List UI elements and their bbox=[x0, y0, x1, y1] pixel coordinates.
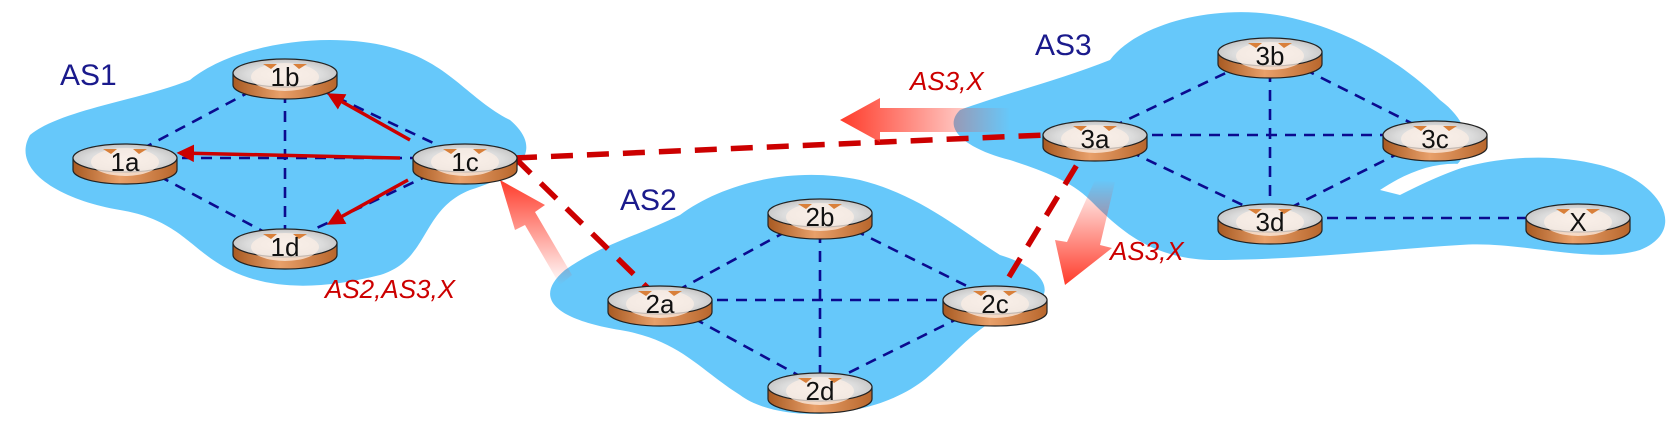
router-arrows-icon bbox=[1073, 126, 1117, 131]
router-label: 3a bbox=[1081, 124, 1110, 154]
intra-link-1c-1d bbox=[284, 156, 466, 245]
propagation-arrow-1c-1b bbox=[326, 93, 411, 142]
intra-link-3a-3d bbox=[1094, 133, 1271, 220]
router-2a[interactable]: 2a bbox=[607, 285, 713, 327]
router-label: 3b bbox=[1256, 41, 1285, 71]
router-label: 2c bbox=[981, 289, 1008, 319]
router-2d[interactable]: 2d bbox=[767, 372, 873, 414]
as3-label: AS3 bbox=[1035, 29, 1092, 62]
router-glow bbox=[1236, 42, 1304, 70]
intra-link-3b-3c bbox=[1269, 50, 1436, 137]
router-glow bbox=[786, 377, 854, 405]
as1-label: AS1 bbox=[60, 59, 117, 92]
as2-label: AS2 bbox=[620, 184, 677, 217]
router-glow bbox=[91, 148, 159, 176]
router-label: 1b bbox=[271, 62, 300, 92]
router-1d[interactable]: 1d bbox=[232, 228, 338, 270]
router-arrows-icon bbox=[443, 149, 487, 154]
advertisement-arrow-3a-to-2c bbox=[1055, 180, 1115, 285]
propagation-arrow-1c-1a bbox=[176, 144, 401, 163]
router-arrows-icon bbox=[798, 378, 842, 383]
router-3b[interactable]: 3b bbox=[1217, 37, 1323, 79]
router-arrows-icon bbox=[1248, 43, 1292, 48]
router-glow bbox=[251, 63, 319, 91]
intra-link-2b-2c bbox=[819, 211, 996, 302]
advertisement-label-as2-to-as1: AS2,AS3,X bbox=[323, 274, 457, 304]
intra-link-1b-1c bbox=[284, 71, 466, 160]
router-glow bbox=[1401, 125, 1469, 153]
router-2c[interactable]: 2c bbox=[942, 285, 1048, 327]
propagation-arrow-1c-1d bbox=[326, 178, 409, 225]
router-label: 2d bbox=[806, 376, 835, 406]
router-3c[interactable]: 3c bbox=[1382, 120, 1488, 162]
advertisement-label-as3-to-as2: AS3,X bbox=[1108, 236, 1185, 266]
router-arrows-icon bbox=[798, 204, 842, 209]
intra-link-2c-2d bbox=[819, 298, 996, 389]
router-arrows-icon bbox=[1413, 126, 1457, 131]
router-arrows-icon bbox=[1248, 209, 1292, 214]
as1-cloud bbox=[25, 40, 527, 286]
advertisement-arrow-3a-to-1c bbox=[840, 98, 1010, 142]
router-2b[interactable]: 2b bbox=[767, 198, 873, 240]
router-arrows-icon bbox=[638, 291, 682, 296]
router-arrows-icon bbox=[973, 291, 1017, 296]
advertisements-layer bbox=[176, 93, 1115, 285]
router-label: 1c bbox=[451, 147, 478, 177]
inter-as-link-1c-3a bbox=[514, 132, 1046, 161]
router-label: 3d bbox=[1256, 207, 1285, 237]
router-glow bbox=[961, 290, 1029, 318]
router-label: 2a bbox=[646, 289, 675, 319]
links-layer bbox=[124, 50, 1578, 389]
router-3d[interactable]: 3d bbox=[1217, 203, 1323, 245]
router-glow bbox=[431, 148, 499, 176]
routers-layer: 1a 1b 1c 1d 2a 2b 2c 2d 3a 3b 3c 3d X bbox=[72, 37, 1631, 414]
router-arrows-icon bbox=[263, 64, 307, 69]
router-1c[interactable]: 1c bbox=[412, 143, 518, 185]
router-label: 1a bbox=[111, 147, 140, 177]
inter-as-link-3a-2c bbox=[992, 133, 1098, 302]
router-arrows-icon bbox=[263, 234, 307, 239]
router-X[interactable]: X bbox=[1525, 203, 1631, 245]
router-glow bbox=[1236, 208, 1304, 236]
router-glow bbox=[251, 233, 319, 261]
router-glow bbox=[626, 290, 694, 318]
router-arrows-icon bbox=[103, 149, 147, 154]
router-1a[interactable]: 1a bbox=[72, 143, 178, 185]
router-glow bbox=[1061, 125, 1129, 153]
as2-cloud bbox=[550, 174, 1045, 414]
router-arrows-icon bbox=[1556, 209, 1600, 214]
router-glow bbox=[1544, 208, 1612, 236]
router-label: 3c bbox=[1421, 124, 1448, 154]
router-label: 1d bbox=[271, 232, 300, 262]
advertisement-arrow-2a-to-1c bbox=[500, 180, 572, 285]
router-label: X bbox=[1569, 207, 1586, 237]
router-3a[interactable]: 3a bbox=[1042, 120, 1148, 162]
as3-notch bbox=[1380, 163, 1470, 195]
router-label: 2b bbox=[806, 202, 835, 232]
router-1b[interactable]: 1b bbox=[232, 58, 338, 100]
intra-link-3c-3d bbox=[1269, 133, 1436, 220]
advertisement-label-as3-to-as1: AS3,X bbox=[908, 66, 985, 96]
router-glow bbox=[786, 203, 854, 231]
